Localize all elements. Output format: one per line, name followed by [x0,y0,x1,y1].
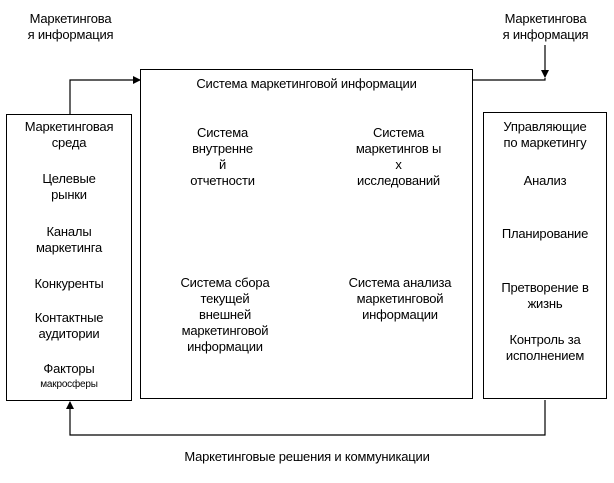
left-item-5: Факторы макросферы [40,361,98,390]
marketing-environment-box: Маркетинговая среда Целевые рынки Каналы… [6,114,132,401]
left-item-1: Целевые рынки [42,171,96,202]
arrow-bottom-loop [66,400,546,436]
intelligence-collection-system: Система сбора текущей внешней маркетинго… [180,275,270,354]
left-item-3: Конкуренты [34,276,104,291]
right-item-0: Управляющие по маркетингу [503,119,587,150]
marketing-analysis-system: Система анализа маркетинговой информации [348,275,452,322]
arrow-left-to-center [69,76,141,114]
marketing-research-system: Система маркетингов ы х исследований [355,125,442,188]
left-item-4: Контактные аудитории [34,310,104,341]
right-item-3: Претворение в жизнь [501,280,589,311]
left-item-2: Каналы маркетинга [35,224,103,255]
left-item-0: Маркетинговая среда [24,119,114,150]
left-external-info: Маркетингова я информация [27,11,114,42]
right-item-4: Контроль за исполнением [505,332,585,363]
right-item-2: Планирование [501,226,589,241]
right-external-info: Маркетингова я информация [502,11,589,42]
center-title: Система маркетинговой информации [196,76,417,91]
arrow-center-to-right [472,78,546,81]
bottom-label: Маркетинговые решения и коммуникации [184,449,430,464]
marketing-info-system-box: Система маркетинговой информации [140,69,473,399]
internal-reporting-system: Система внутренне й отчетности [190,125,255,188]
right-item-1: Анализ [523,173,567,188]
marketing-managers-box: Управляющие по маркетингу Анализ Планиро… [483,112,607,399]
